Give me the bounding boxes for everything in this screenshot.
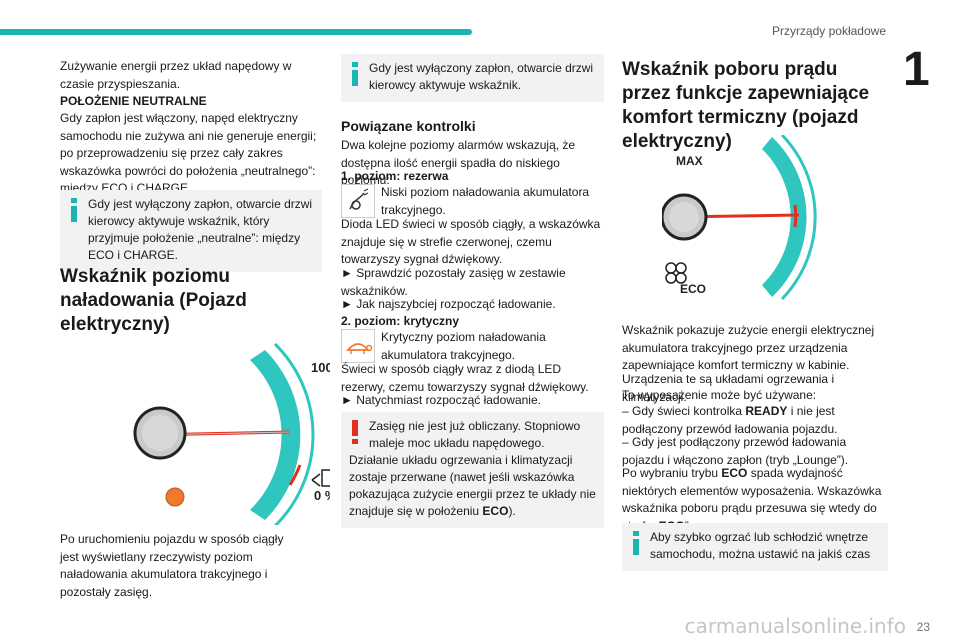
level-1-icon-text: Niski poziom naładowania akumulatora tra… [381, 185, 590, 217]
paragraph: Świeci w sposób ciągły wraz z diodą LED … [341, 362, 589, 394]
warning-box: Zasięg nie jest już obliczany. Stopniowo… [341, 412, 604, 528]
top-accent-bar [0, 29, 472, 35]
info-box: Gdy jest wyłączony zapłon, otwarcie drzw… [341, 54, 604, 102]
info-icon [71, 198, 77, 222]
section-header: Przyrządy pokładowe [771, 24, 886, 38]
paragraph: Wskaźnik pokazuje zużycie energii elektr… [622, 323, 875, 372]
level-1-heading: 1. poziom: rezerwa [341, 169, 449, 183]
gauge-caption: Po uruchomieniu pojazdu w sposób ciągły … [60, 532, 284, 599]
info-text: Gdy jest wyłączony zapłon, otwarcie drzw… [369, 61, 594, 92]
orange-led-icon [165, 487, 185, 507]
paragraph: Zużywanie energii przez układ napędowy w… [60, 59, 292, 91]
warning-text-2: Działanie układu ogrzewania i klimatyzac… [349, 453, 596, 518]
info-text: Gdy jest wyłączony zapłon, otwarcie drzw… [88, 197, 313, 262]
paragraph: Po wybraniu trybu ECO spada wydajność ni… [622, 466, 882, 533]
info-box: Aby szybko ogrzać lub schłodzić wnętrze … [622, 523, 888, 571]
critical-battery-turtle-icon [341, 329, 375, 363]
charge-level-gauge: 100 0 % [133, 342, 330, 525]
bullet-item: ► Jak najszybciej rozpocząć ładowanie. [341, 297, 556, 311]
related-lights-title: Powiązane kontrolki [341, 118, 476, 134]
paragraph: Dwa kolejne poziomy alarmów wskazują, że… [341, 138, 576, 187]
low-battery-plug-icon [341, 184, 375, 218]
info-box: Gdy jest wyłączony zapłon, otwarcie drzw… [60, 190, 322, 272]
dash-item: – Gdy świeci kontrolka READY i nie jest … [622, 404, 838, 436]
info-text: Aby szybko ogrzać lub schłodzić wnętrze … [650, 530, 871, 561]
page-number: 23 [916, 620, 930, 634]
level-1-warning-line: Niski poziom naładowania akumulatora tra… [341, 184, 603, 219]
bullet-item: ► Natychmiast rozpocząć ładowanie. [341, 393, 541, 407]
paragraph: To wyposażenie może być używane: [622, 388, 817, 402]
gauge-eco-label: ECO [680, 282, 706, 296]
warning-text-1: Zasięg nie jest już obliczany. Stopniowo… [369, 419, 581, 450]
section-title: Wskaźnik poziomu naładowania (Pojazd ele… [60, 266, 247, 335]
level-2-icon-text: Krytyczny poziom naładowania akumulatora… [381, 330, 546, 362]
info-icon [352, 62, 358, 86]
battery-plug-icon [311, 469, 330, 487]
eco-leaf-icon [665, 262, 687, 284]
watermark: carmanualsonline.info [684, 614, 906, 638]
section-title: Wskaźnik poboru prądu przez funkcje zape… [622, 59, 870, 152]
paragraph: Urządzenia te są układami ogrzewania i k… [622, 372, 835, 404]
gauge-max-label: MAX [676, 154, 703, 168]
level-2-warning-line: Krytyczny poziom naładowania akumulatora… [341, 329, 603, 364]
subheading-neutral: POŁOŻENIE NEUTRALNE [60, 94, 207, 108]
gauge-max-label: 100 [311, 360, 330, 375]
info-icon [633, 531, 639, 555]
paragraph: Dioda LED świeci w sposób ciągły, a wska… [341, 217, 601, 266]
level-2-heading: 2. poziom: krytyczny [341, 314, 460, 328]
bullet-item: ► Sprawdzić pozostały zasięg w zestawie … [341, 266, 566, 298]
warning-exclamation-icon [352, 420, 358, 444]
thermal-comfort-gauge: MAX ECO [662, 135, 817, 300]
chapter-number: 1 [903, 43, 930, 96]
dash-item: – Gdy jest podłączony przewód ładowania … [622, 435, 849, 467]
paragraph: Gdy zapłon jest włączony, napęd elektryc… [60, 111, 317, 195]
gauge-min-label: 0 % [314, 488, 330, 503]
